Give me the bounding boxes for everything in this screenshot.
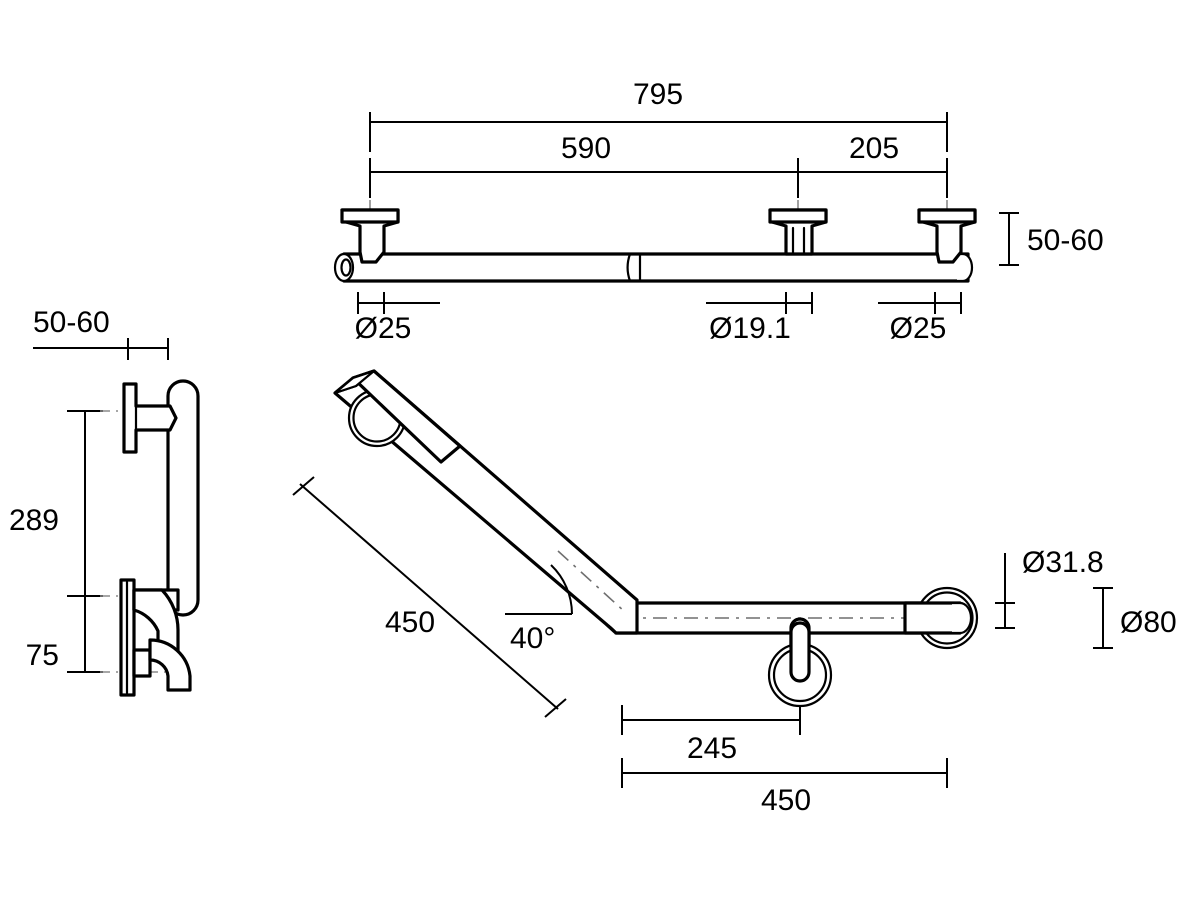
- angled-view-group: 450 40° Ø31.8 Ø80 245: [292, 369, 1177, 817]
- dim-289: 289 75: [9, 410, 103, 673]
- dim-289-label: 289: [9, 504, 59, 537]
- dim-dia80-label: Ø80: [1120, 606, 1177, 639]
- dim-75-label: 75: [26, 639, 59, 672]
- side-rail-tube: [166, 379, 200, 617]
- top-view-group: 795 590 205: [333, 78, 1104, 345]
- side-view-group: 50-60 289 75: [9, 306, 200, 697]
- dim-dia318-label: Ø31.8: [1022, 546, 1104, 579]
- dim-450-horizontal: 450: [621, 758, 948, 817]
- dim-dia25-left-label: Ø25: [355, 312, 412, 345]
- dim-590-205: 590 205: [369, 132, 948, 198]
- side-flange-upper: [122, 382, 178, 454]
- dim-795: 795: [369, 78, 948, 152]
- dim-5060-top: 50-60: [999, 212, 1104, 266]
- dim-dia25-right: Ø25: [878, 292, 962, 345]
- dim-205-label: 205: [849, 132, 899, 165]
- dim-795-label: 795: [633, 78, 683, 111]
- rail-tube-straight: [333, 252, 974, 283]
- dim-dia191-label: Ø19.1: [709, 312, 791, 345]
- dim-245-label: 245: [687, 732, 737, 765]
- dim-5060-side: 50-60: [33, 306, 169, 360]
- dim-5060-top-label: 50-60: [1027, 224, 1104, 257]
- dim-dia318: Ø31.8: [995, 546, 1104, 629]
- dim-dia80: Ø80: [1093, 587, 1177, 649]
- dim-dia25-left: Ø25: [355, 292, 440, 345]
- mid-support-rosette: [767, 617, 833, 708]
- side-flange-lower: [119, 578, 192, 697]
- wall-flange-mid: [768, 208, 828, 256]
- dim-245: 245: [621, 705, 801, 765]
- wall-flange-right: [917, 208, 977, 264]
- dim-450-diagonal: 450: [292, 476, 567, 718]
- dim-40-degree-label: 40°: [510, 622, 555, 655]
- dim-450-diagonal-label: 450: [385, 606, 435, 639]
- dim-40-degree: 40°: [505, 564, 573, 655]
- dim-dia191: Ø19.1: [706, 292, 813, 345]
- dim-5060-side-label: 50-60: [33, 306, 110, 339]
- dim-590-label: 590: [561, 132, 611, 165]
- dim-dia25-right-label: Ø25: [890, 312, 947, 345]
- centerline-diagonal-run: [557, 550, 626, 613]
- rosette-right-end: [903, 586, 979, 650]
- wall-flange-left: [340, 208, 400, 264]
- dim-450-horizontal-label: 450: [761, 784, 811, 817]
- rosette-upper-left: [333, 369, 462, 464]
